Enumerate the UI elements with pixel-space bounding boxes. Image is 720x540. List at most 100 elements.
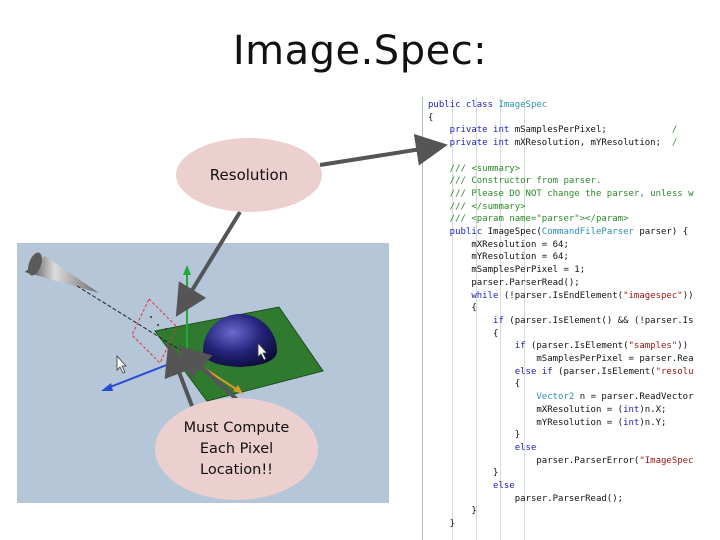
code-token: } bbox=[428, 430, 521, 441]
resolution-callout: Resolution bbox=[176, 138, 322, 212]
code-token: } bbox=[428, 468, 499, 479]
code-line: /// Please DO NOT change the parser, unl… bbox=[428, 188, 694, 200]
compute-label-line-3: Location!! bbox=[200, 461, 273, 478]
code-token: mSamplesPerPixel = 1; bbox=[428, 265, 586, 276]
code-token: } bbox=[428, 519, 456, 530]
image-plane-frame bbox=[131, 298, 178, 364]
arrow-to-ray bbox=[178, 345, 246, 408]
code-line: mYResolution = (int)n.Y; bbox=[428, 417, 666, 429]
code-line: /// <param name="parser"></param> bbox=[428, 213, 629, 225]
code-token: mSamplesPerPixel = parser.Rea bbox=[428, 354, 694, 364]
code-line: } bbox=[428, 429, 520, 441]
code-token: ImageSpec( bbox=[487, 227, 542, 237]
code-token: private int bbox=[428, 138, 515, 149]
code-line: } bbox=[428, 518, 455, 530]
code-line: } bbox=[428, 505, 477, 517]
code-token: /// <summary> bbox=[428, 163, 521, 174]
code-line: mXResolution = (int)n.X; bbox=[428, 404, 666, 416]
code-token: / bbox=[606, 125, 678, 136]
code-token: } bbox=[428, 506, 477, 517]
code-token: mYResolution = 64; bbox=[428, 252, 569, 263]
code-token: int bbox=[623, 417, 640, 428]
cursor-icon-2 bbox=[257, 341, 268, 361]
code-token: mSamplesPerPixel; bbox=[514, 125, 607, 136]
code-line: parser.ParserRead(); bbox=[428, 493, 623, 505]
code-token: int bbox=[623, 404, 640, 415]
code-token: )n.X; bbox=[639, 404, 667, 415]
code-token: n = parser.ReadVector bbox=[574, 392, 694, 403]
arrow-to-pixel bbox=[164, 343, 195, 407]
code-line: while (!parser.IsEndElement("imagespec")… bbox=[428, 290, 694, 302]
code-token: (!parser.IsEndElement( bbox=[503, 290, 624, 301]
code-token: "ImageSpec bbox=[639, 455, 694, 466]
code-token: parser.ParserError( bbox=[428, 455, 640, 466]
compute-label-line-1: Must Compute bbox=[183, 419, 290, 436]
code-line: Vector2 n = parser.ReadVector bbox=[428, 391, 694, 403]
code-token: )) bbox=[677, 341, 689, 352]
code-line: private int mXResolution, mYResolution; … bbox=[428, 137, 678, 149]
code-line: /// Constructor from parser. bbox=[428, 175, 602, 187]
code-line: private int mSamplesPerPixel; / bbox=[428, 124, 678, 136]
code-line: else bbox=[428, 480, 515, 492]
code-line: if (parser.IsElement("samples")) bbox=[428, 340, 688, 352]
code-token: parser.ParserRead(); bbox=[428, 277, 580, 288]
scene-illustration bbox=[25, 252, 324, 402]
code-line: if (parser.IsElement() && (!parser.Is bbox=[428, 315, 694, 327]
code-line: parser.ParserError("ImageSpec bbox=[428, 455, 694, 467]
compute-callout: Must Compute Each Pixel Location!! bbox=[155, 398, 318, 500]
code-token: )) bbox=[682, 290, 694, 301]
code-token: "samples" bbox=[628, 341, 678, 352]
code-token: /// Constructor from parser. bbox=[428, 176, 602, 187]
code-token: private int bbox=[428, 125, 515, 136]
code-token: else if bbox=[428, 366, 559, 377]
code-token: )n.Y; bbox=[639, 417, 667, 428]
code-token: /// <param name="parser"></param> bbox=[428, 214, 629, 225]
code-line: { bbox=[428, 378, 520, 390]
code-token: /// Please DO NOT change the parser, unl… bbox=[428, 188, 694, 199]
code-token: (parser.IsElement( bbox=[530, 341, 629, 352]
code-token: (parser.IsElement() && (!parser.Is bbox=[509, 315, 694, 326]
code-token: /// </summary> bbox=[428, 201, 526, 212]
code-token: Vector2 bbox=[536, 392, 575, 403]
code-token: { bbox=[428, 303, 477, 314]
code-token: public bbox=[428, 227, 488, 237]
code-token: mXResolution = ( bbox=[428, 404, 624, 415]
cursor-icon bbox=[116, 354, 127, 374]
code-line: mSamplesPerPixel = parser.Rea bbox=[428, 353, 694, 365]
code-line: mSamplesPerPixel = 1; bbox=[428, 264, 585, 276]
code-token: parser) { bbox=[633, 227, 689, 237]
code-line: { bbox=[428, 328, 498, 340]
code-line: /// <summary> bbox=[428, 163, 520, 175]
resolution-label: Resolution bbox=[209, 166, 289, 184]
code-token: / bbox=[661, 138, 678, 149]
view-ray bbox=[76, 285, 186, 354]
code-token: "resolu bbox=[655, 366, 694, 377]
code-token: (parser.IsElement( bbox=[558, 366, 656, 377]
code-token: if bbox=[428, 315, 510, 326]
code-line: { bbox=[428, 112, 433, 124]
code-token: else bbox=[428, 481, 515, 491]
code-token: { bbox=[428, 328, 499, 339]
arrow-to-image-plane bbox=[175, 210, 242, 317]
code-token: ImageSpec bbox=[498, 100, 548, 110]
code-listing: public class ImageSpec{ private int mSam… bbox=[422, 97, 720, 540]
code-line: parser.ParserRead(); bbox=[428, 277, 580, 289]
slide-title: Image.Spec: bbox=[232, 28, 488, 74]
code-line: /// </summary> bbox=[428, 201, 526, 213]
code-token: mXResolution = 64; bbox=[428, 239, 569, 250]
camera-cone-base bbox=[28, 252, 42, 276]
code-token: mXResolution, mYResolution; bbox=[514, 138, 662, 149]
code-line: } bbox=[428, 467, 498, 479]
code-token: if bbox=[428, 341, 531, 352]
code-token: "imagespec" bbox=[623, 290, 683, 301]
code-token: { bbox=[428, 112, 434, 123]
code-token: while bbox=[428, 290, 504, 301]
code-line: mYResolution = 64; bbox=[428, 251, 569, 263]
compute-label-line-2: Each Pixel bbox=[199, 440, 274, 457]
code-line: else bbox=[428, 442, 537, 454]
code-token: parser.ParserRead(); bbox=[428, 493, 624, 504]
code-line: public ImageSpec(CommandFileParser parse… bbox=[428, 226, 688, 238]
code-line: else if (parser.IsElement("resolu bbox=[428, 366, 694, 378]
code-line: public class ImageSpec bbox=[428, 99, 547, 111]
